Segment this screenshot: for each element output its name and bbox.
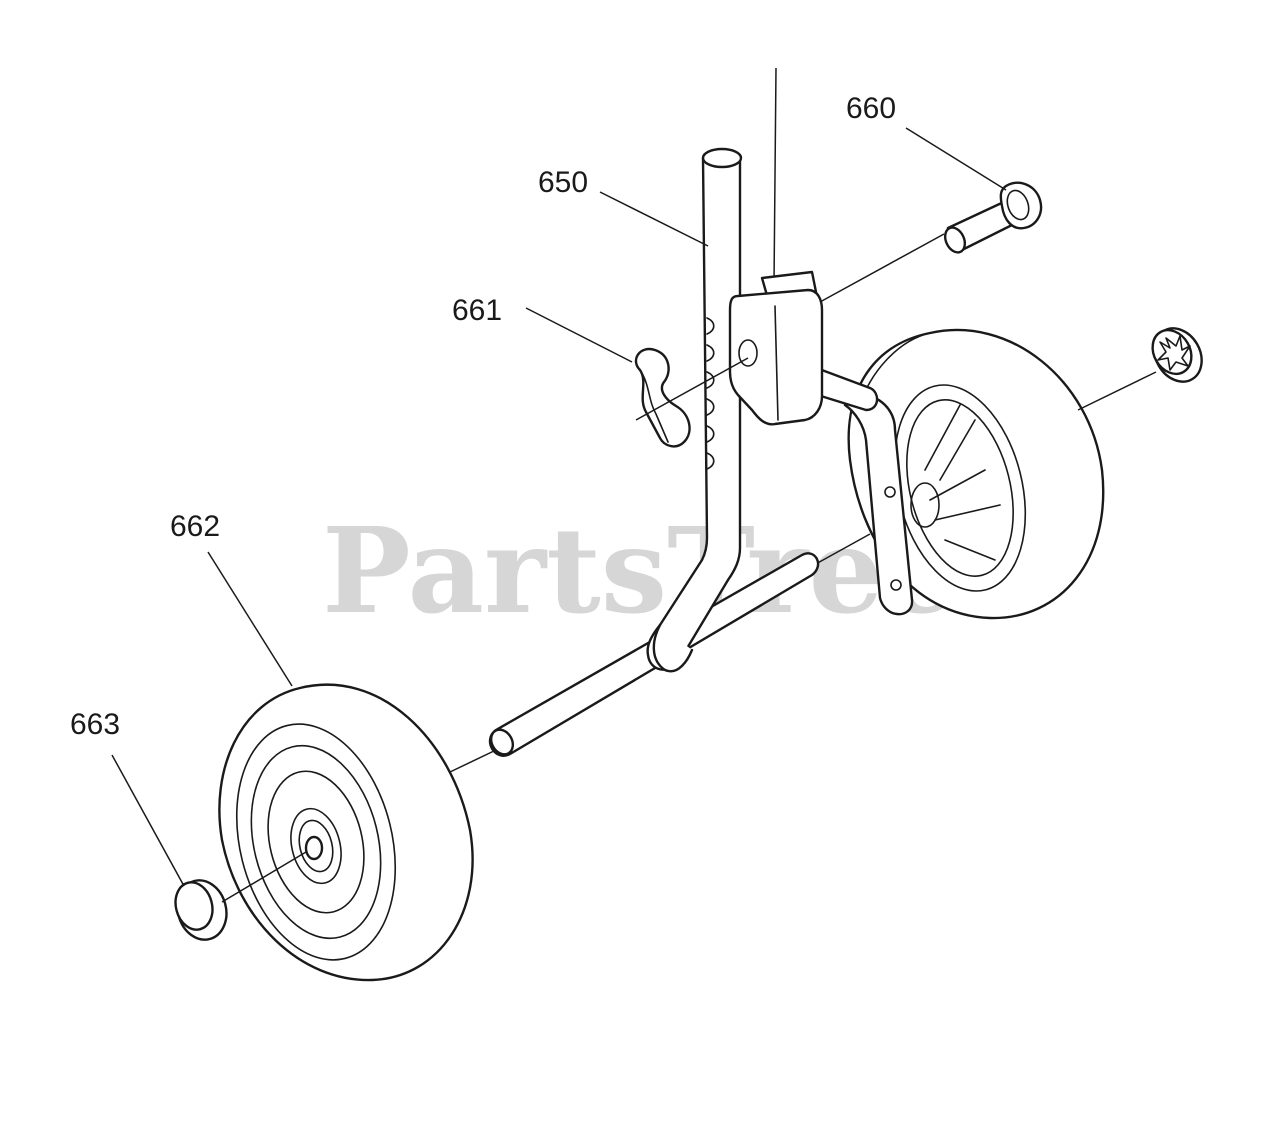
hairpin-clip [634,347,691,448]
leader-660 [905,127,1007,191]
clip-axis-line [635,357,749,421]
leader-650 [599,191,709,247]
bolt [943,181,1043,254]
star-washer [1151,327,1203,383]
callout-663: 663 [70,708,120,741]
washer-axis-line [1077,371,1157,411]
axle-centerline-left [449,749,497,773]
leader-663 [111,754,185,887]
axle-bracket [843,393,914,616]
bolt-axis-line [819,233,945,303]
watermark-text: PartsTree [322,501,959,640]
callout-650: 650 [538,166,588,199]
axle-centerline-mid [813,533,871,566]
leader-661 [525,307,633,363]
hub-cap-axis-line [221,851,307,903]
callout-660: 660 [846,92,896,125]
mounting-bracket [728,270,824,426]
support-bar [488,147,820,757]
upper-attachment-line [773,67,777,285]
hub-cap [174,879,228,941]
callout-662: 662 [170,510,220,543]
left-wheel [218,683,474,982]
callout-661: 661 [452,294,502,327]
leader-662 [207,551,293,687]
